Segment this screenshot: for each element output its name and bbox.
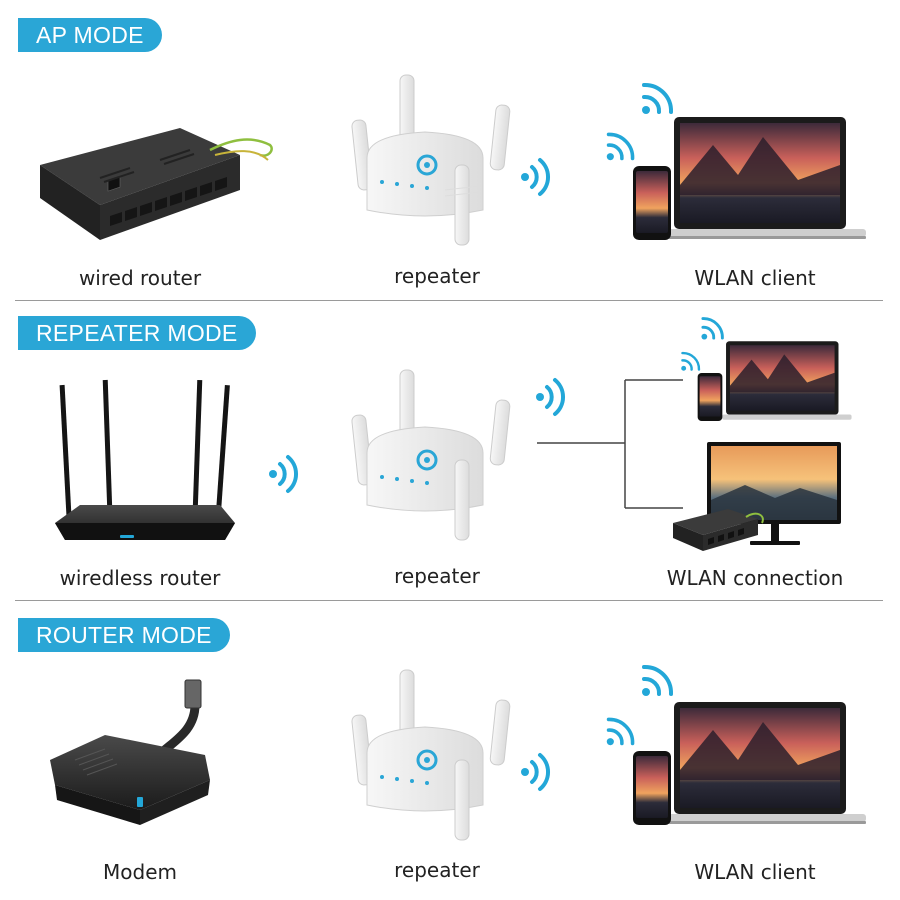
laptop-icon [722, 341, 852, 420]
monitor-icon [707, 442, 841, 545]
right-device-label: WLAN client [694, 860, 816, 884]
wifi-signal-icon [701, 317, 724, 340]
modem-icon [50, 679, 210, 825]
wifi-signal-icon [536, 378, 566, 416]
section-divider [15, 600, 883, 601]
repeater-icon [351, 669, 511, 841]
wifi-signal-icon [642, 82, 674, 114]
repeater-icon [351, 74, 511, 246]
phone-icon [633, 166, 671, 240]
mode-badge-ap: AP MODE [18, 18, 162, 52]
middle-device-label: repeater [394, 564, 480, 588]
connection-lines [537, 380, 626, 508]
phone-icon [697, 372, 723, 422]
middle-device-label: repeater [394, 264, 480, 288]
left-device-label: Modem [103, 860, 177, 884]
mode-badge-router: ROUTER MODE [18, 618, 230, 652]
wifi-signal-icon [642, 664, 674, 696]
section-divider [15, 300, 883, 301]
wifi-signal-icon [521, 753, 551, 791]
middle-device-label: repeater [394, 858, 480, 882]
connection-lines [625, 379, 683, 509]
phone-icon [633, 751, 671, 825]
wifi-signal-icon [606, 132, 635, 161]
repeater-icon [351, 369, 511, 541]
left-device-label: wired router [78, 266, 202, 290]
wireless-router-icon [55, 379, 235, 540]
right-device-label: WLAN connection [666, 566, 844, 590]
wifi-signal-icon [521, 158, 551, 196]
left-device-label: wiredless router [59, 566, 221, 590]
wifi-signal-icon [681, 351, 701, 371]
laptop-icon [668, 702, 866, 824]
mode-badge-repeater: REPEATER MODE [18, 316, 256, 350]
laptop-icon [668, 117, 866, 239]
wifi-signal-icon [606, 717, 635, 746]
wired-router-icon [40, 128, 273, 240]
wifi-signal-icon [269, 455, 299, 493]
right-device-label: WLAN client [694, 266, 816, 290]
network-switch-icon [673, 509, 764, 551]
